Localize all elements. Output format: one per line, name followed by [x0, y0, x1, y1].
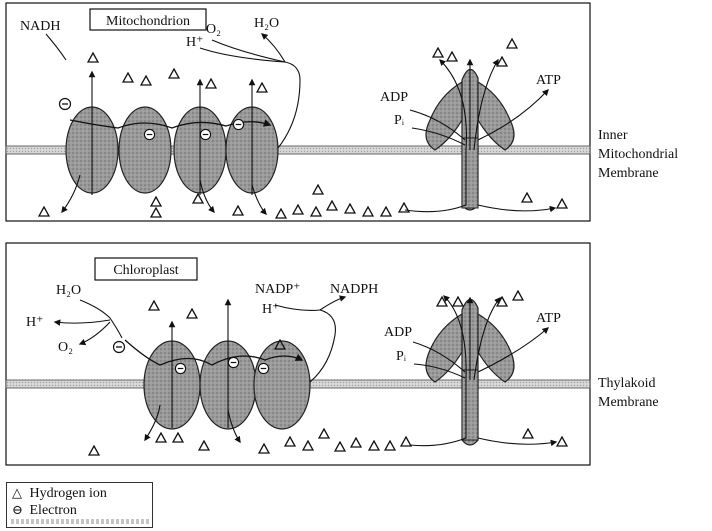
legend-fine-print [11, 519, 149, 524]
membrane-label-line: Membrane [598, 164, 678, 183]
electron-icon [60, 99, 71, 110]
mito-atp: ATP [536, 73, 561, 88]
mitochondrion-panel: Mitochondrion NADH H⁺ O₂ H₂O [6, 3, 590, 221]
mito-title: Mitochondrion [106, 14, 190, 29]
chloro-h-plus: H⁺ [26, 315, 44, 330]
electron-icon [233, 119, 243, 129]
electron-icon [200, 129, 210, 139]
chloro-adp: ADP [384, 325, 412, 340]
membrane-label-line: Inner [598, 126, 678, 145]
electron-icon [175, 363, 185, 373]
thylakoid-membrane-label: Thylakoid Membrane [598, 374, 659, 412]
hydrogen-ion-icon: △ [12, 485, 26, 501]
legend-hydrogen-row: △ Hydrogen ion [12, 485, 107, 502]
chloroplast-panel: Chloroplast H₂O H⁺ O₂ NADP⁺ NADPH H⁺ [6, 243, 590, 465]
chloro-nadph: NADPH [330, 282, 378, 297]
electron-icon [258, 363, 268, 373]
chloro-h2o: H₂O [56, 283, 81, 298]
chloro-title: Chloroplast [113, 263, 178, 278]
mito-pi: Pᵢ [394, 113, 405, 128]
inner-mito-membrane-label: Inner Mitochondrial Membrane [598, 126, 678, 183]
mito-o2: O₂ [206, 22, 221, 37]
chloro-pi: Pᵢ [396, 349, 407, 364]
legend-hydrogen-label: Hydrogen ion [30, 486, 107, 501]
mito-nadh: NADH [20, 19, 60, 34]
membrane-label-line: Mitochondrial [598, 145, 678, 164]
membrane-label-line: Thylakoid [598, 374, 659, 393]
legend-electron-row: ⊖ Electron [12, 502, 77, 519]
mito-complex-2 [119, 107, 171, 193]
chloro-complex-3 [254, 341, 310, 429]
legend-electron-label: Electron [30, 503, 77, 518]
chloro-o2: O₂ [58, 340, 73, 355]
electron-icon [144, 129, 154, 139]
electron-icon [228, 357, 238, 367]
chloro-atp: ATP [536, 311, 561, 326]
chloro-h-plus-2: H⁺ [262, 302, 280, 317]
membrane-label-line: Membrane [598, 393, 659, 412]
legend: △ Hydrogen ion ⊖ Electron [6, 482, 153, 528]
mito-adp: ADP [380, 90, 408, 105]
chloro-nadp: NADP⁺ [255, 282, 301, 297]
mito-h2o: H₂O [254, 16, 279, 31]
electron-icon: ⊖ [12, 502, 26, 518]
electron-icon [114, 342, 125, 353]
